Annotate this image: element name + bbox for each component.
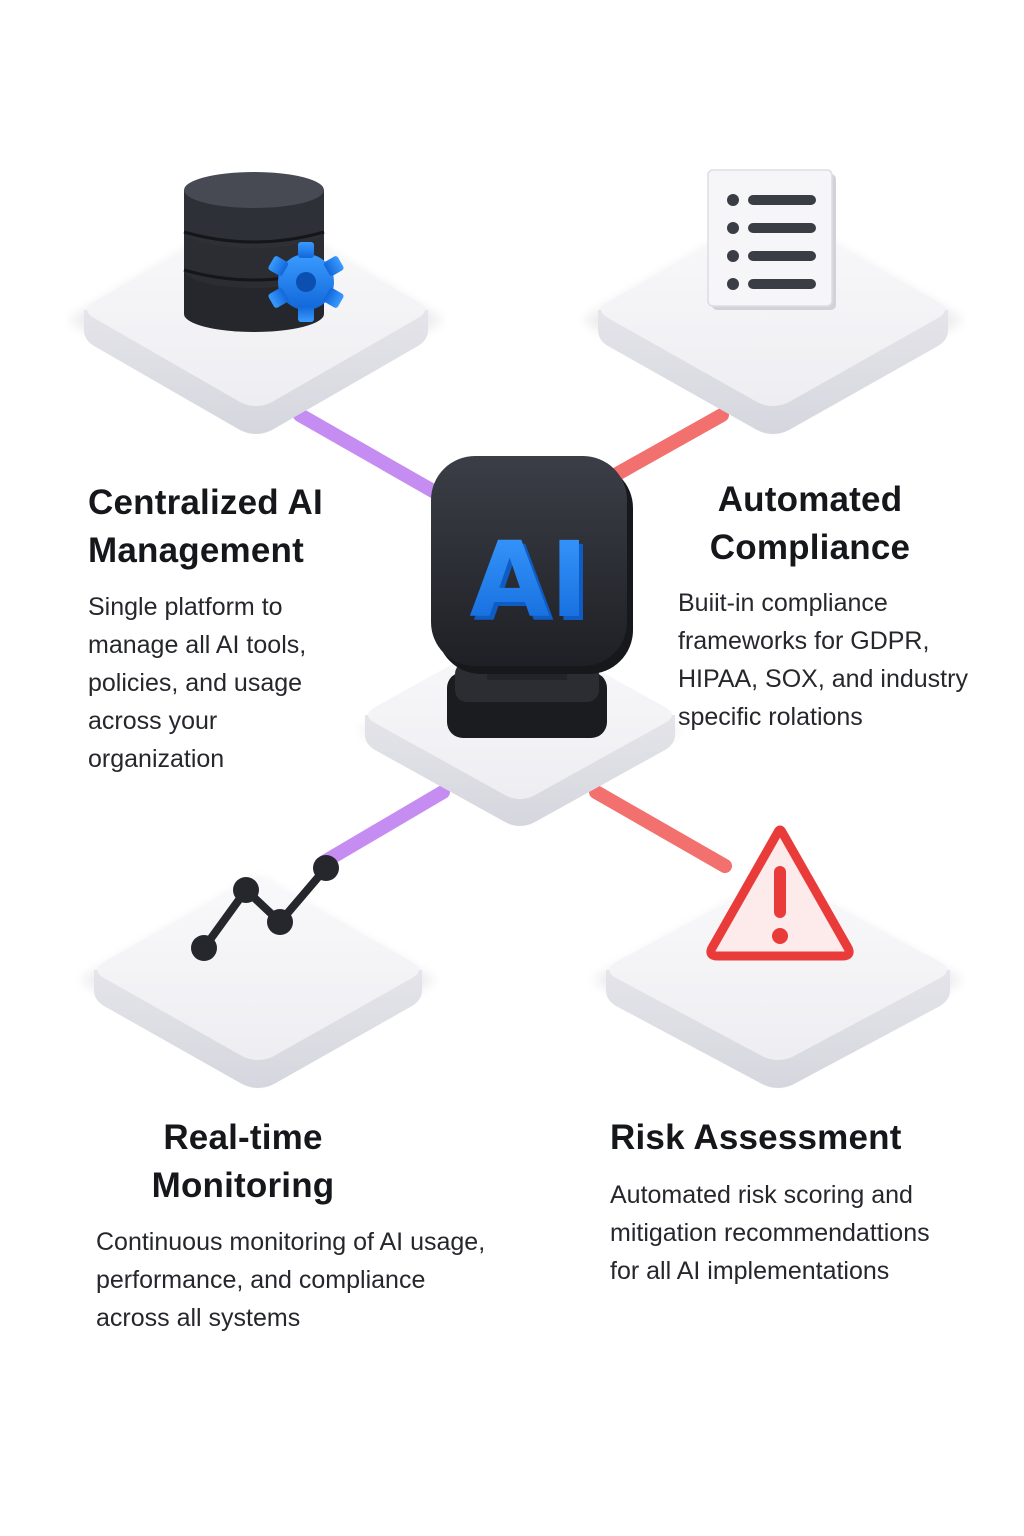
- desc-risk: Automated risk scoring and mitigation re…: [610, 1181, 930, 1285]
- title-monitoring: Real-time Monitoring: [151, 1118, 335, 1205]
- ai-label: AI: [473, 523, 592, 645]
- desc-monitoring: Continuous monitoring of AI usage, perfo…: [96, 1228, 486, 1332]
- tile-compliance: [578, 160, 968, 450]
- database-gear-icon: [183, 172, 344, 332]
- connector-risk: [589, 785, 732, 873]
- title-compliance: Automated Compliance: [709, 480, 911, 567]
- tile-centralized: [64, 160, 448, 450]
- warning-triangle-icon: [706, 825, 854, 961]
- document-list-icon: [707, 169, 836, 310]
- ai-monitor-icon: AI AI: [431, 456, 633, 738]
- desc-centralized: Single platform to manage all AI tools, …: [88, 593, 307, 773]
- ai-label-front: AI: [469, 519, 588, 641]
- tile-monitoring: [76, 820, 440, 1100]
- line-chart-icon: [191, 855, 339, 961]
- title-risk: Risk Assessment: [610, 1118, 902, 1157]
- ai-hub: AI AI: [355, 450, 685, 830]
- desc-compliance: Buiit-in compliance frameworks for GDPR,…: [678, 589, 968, 731]
- connector-monitoring: [317, 785, 450, 869]
- tile-risk: [588, 820, 968, 1100]
- title-centralized: Centralized AI Management: [88, 483, 323, 570]
- connector-centralized: [293, 408, 447, 502]
